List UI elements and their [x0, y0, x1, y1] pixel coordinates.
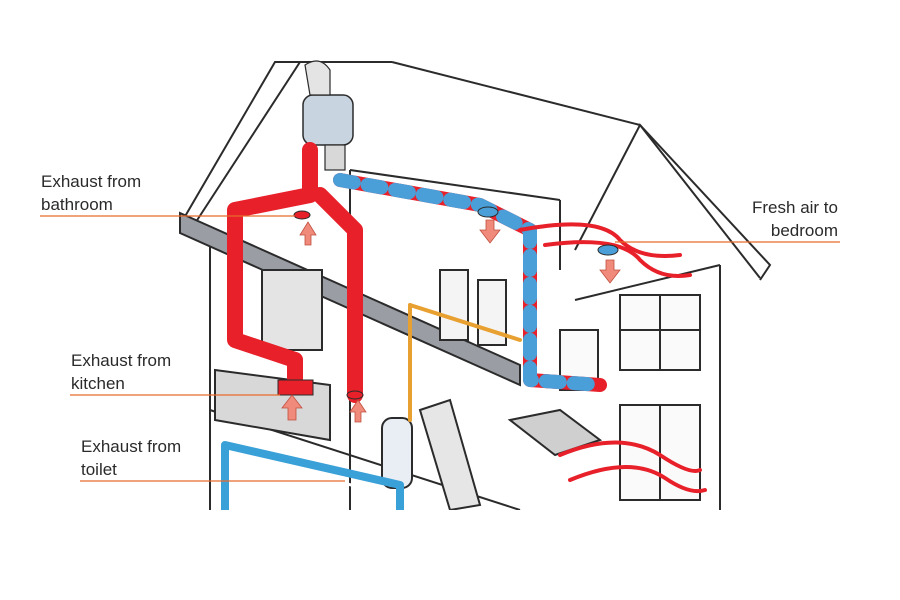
- staircase: [418, 398, 482, 512]
- arrow-supply-2: [599, 259, 621, 284]
- duct-main-vertical: [227, 142, 318, 368]
- label-exhaust-kitchen: Exhaust from kitchen: [71, 351, 172, 393]
- airflow-arrows: [281, 219, 621, 423]
- arrow-kitchen: [281, 394, 303, 421]
- house-structure: [179, 61, 772, 512]
- label-exhaust-bathroom: Exhaust from bathroom: [41, 172, 142, 214]
- arrow-supply-1: [479, 219, 501, 244]
- label-fresh-air-bedroom: Fresh air to bedroom: [752, 198, 838, 240]
- bathroom-wall: [261, 269, 323, 351]
- water-pipe-loop: [221, 441, 404, 514]
- sofa: [507, 408, 603, 457]
- duct-lower-loop: [558, 440, 702, 473]
- roof-left: [179, 61, 392, 226]
- roof-ridge: [391, 61, 641, 126]
- door-upper-1: [439, 269, 469, 341]
- boiler-unit: [381, 417, 413, 489]
- roof-right: [574, 123, 772, 281]
- heat-recovery-unit: [302, 60, 354, 171]
- duct-bathroom-riser: [312, 187, 363, 403]
- arrow-bathroom: [299, 221, 317, 246]
- duct-bedroom-loop: [518, 222, 682, 258]
- image-crop-edge: [0, 510, 900, 600]
- ducts: [221, 142, 707, 514]
- leader-lines: [40, 215, 840, 482]
- diffusers: [277, 206, 619, 400]
- label-exhaust-toilet: Exhaust from toilet: [81, 437, 182, 479]
- arrow-toilet: [349, 399, 367, 423]
